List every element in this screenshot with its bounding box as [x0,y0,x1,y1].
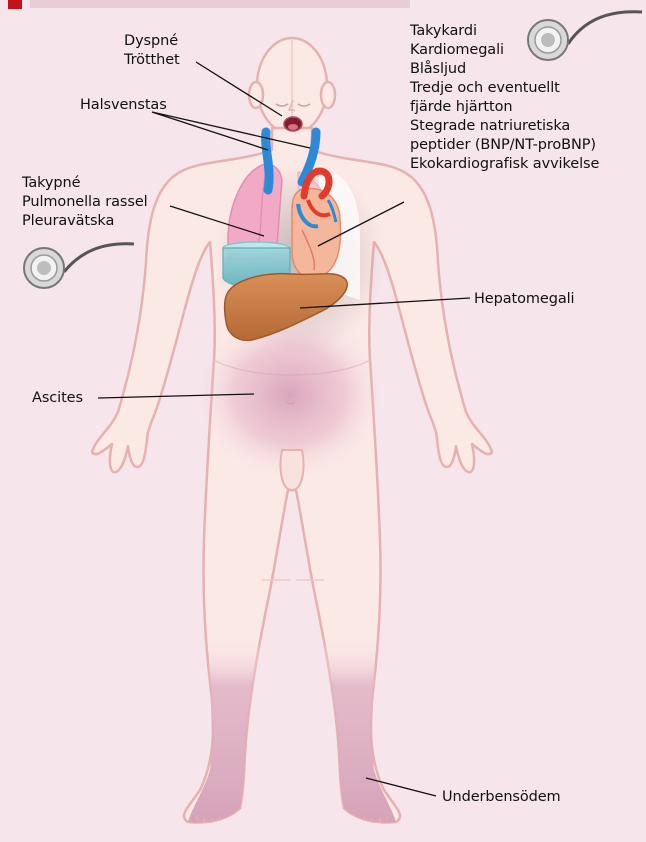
label-line: Takykardi [410,22,599,41]
label-line: Tredje och eventuellt [410,79,599,98]
label-line: Blåsljud [410,60,599,79]
label-line: Ekokardiografisk avvikelse [410,155,599,174]
label-liver: Hepatomegali [474,290,574,309]
label-line: fjärde hjärtton [410,98,599,117]
label-heart: Takykardi Kardiomegali Blåsljud Tredje o… [410,22,599,174]
label-line: Stegrade natriuretiska [410,117,599,136]
label-line: peptider (BNP/NT-proBNP) [410,136,599,155]
label-line: Pleuravätska [22,212,148,231]
label-line: Takypné [22,174,148,193]
label-lung: Takypné Pulmonella rassel Pleuravätska [22,174,148,231]
title-marker [8,0,22,9]
label-head-symptoms: Dyspné Trötthet [124,32,180,70]
label-line: Trötthet [124,51,180,70]
label-line: Pulmonella rassel [22,193,148,212]
stethoscope-icon [24,244,134,288]
label-line: Kardiomegali [410,41,599,60]
label-neck: Halsvenstas [80,96,167,115]
label-abdomen: Ascites [32,389,83,408]
leg-edema [188,640,396,822]
label-line: Dyspné [124,32,180,51]
label-legs: Underbensödem [442,788,561,807]
genital [280,450,303,490]
